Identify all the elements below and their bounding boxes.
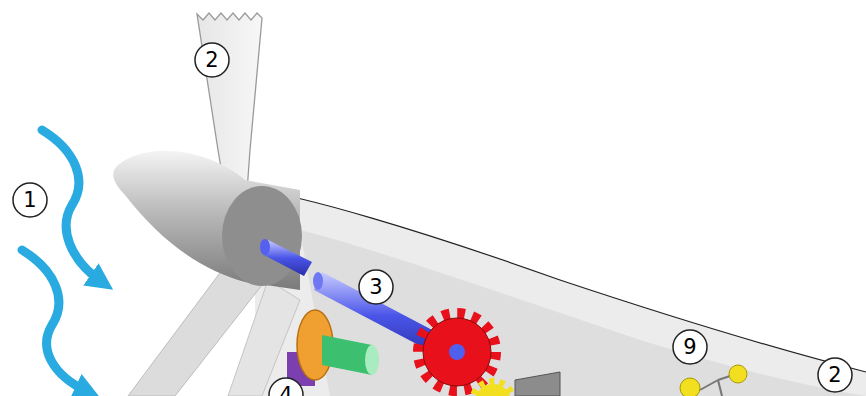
anemometer-cup <box>729 365 747 383</box>
callout-number: 2 <box>195 43 229 77</box>
callout-number: 4 <box>269 378 303 396</box>
callout-circle <box>13 183 47 217</box>
gear-axle <box>449 344 465 360</box>
hub-face <box>222 186 302 286</box>
callout-circle <box>269 378 303 396</box>
brake-hub-end <box>365 345 379 375</box>
callout-number: 1 <box>13 183 47 217</box>
anemometer-arm <box>700 380 718 390</box>
callout-number: 3 <box>359 270 393 304</box>
generator-block <box>515 372 560 396</box>
wind-arrow <box>42 130 102 282</box>
gear-teeth <box>419 314 495 390</box>
callout-circle <box>359 270 393 304</box>
anemometer-arm <box>718 380 722 396</box>
gear-teeth <box>473 382 513 396</box>
brake-hub <box>322 335 372 375</box>
nacelle-housing <box>255 190 866 396</box>
nacelle-interior <box>300 230 866 396</box>
callout-circle <box>195 43 229 77</box>
wind-arrow <box>22 250 88 392</box>
callout-number: 9 <box>673 330 707 364</box>
anemometer-cup <box>680 378 700 396</box>
shaft-end <box>260 239 270 255</box>
callout-circle <box>818 358 852 392</box>
callout-number: 2 <box>818 358 852 392</box>
gear-wheel <box>423 318 491 386</box>
gear-wheel <box>475 384 511 396</box>
shaft-end <box>313 272 323 290</box>
callout-circle <box>673 330 707 364</box>
